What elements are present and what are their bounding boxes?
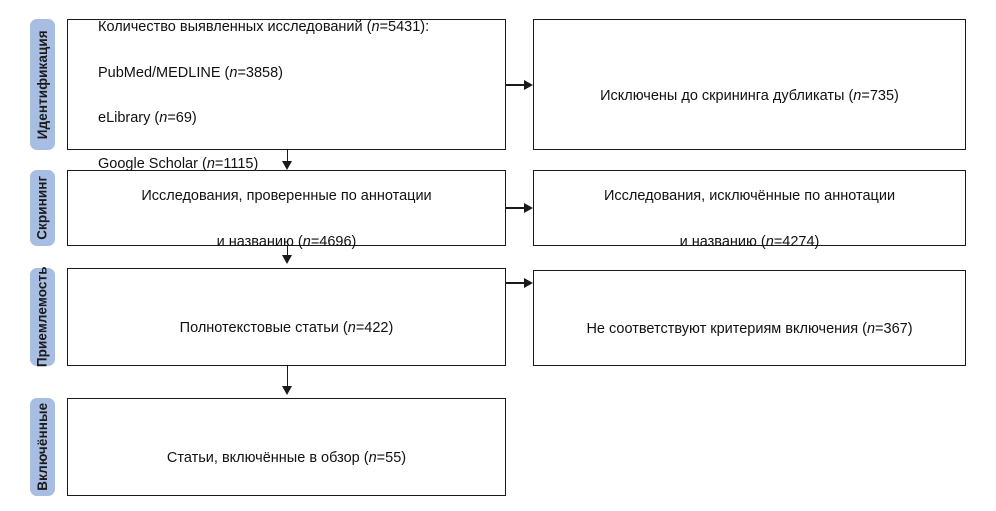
box-excluded-not-meeting-criteria-text: Не соответствуют критериям включения (n=…	[572, 295, 926, 341]
box-screened-records-text: Исследования, проверенные по аннотации и…	[127, 162, 445, 254]
connector-row3-horizontal	[506, 282, 527, 284]
box-duplicates-removed-text: Исключены до скрининга дубликаты (n=735)	[586, 62, 913, 108]
arrow-row2-right	[524, 202, 533, 213]
included-articles-line1: Статьи, включённые в обзор (n=55)	[166, 450, 407, 466]
arrow-row3-right	[524, 277, 533, 288]
arrow-row2-to-row3	[281, 255, 292, 264]
box-included-articles-text: Статьи, включённые в обзор (n=55)	[153, 424, 420, 470]
arrow-row1-to-row2	[281, 161, 292, 170]
stage-label-screening: Скрининг	[30, 170, 55, 246]
identified-records-line2: PubMed/MEDLINE (n=3858)	[98, 64, 283, 81]
arrow-row3-to-row4	[281, 386, 292, 395]
duplicates-removed-line1: Исключены до скрининга дубликаты (n=735)	[600, 87, 899, 104]
connector-row2-horizontal	[506, 207, 527, 209]
connector-row3-to-row4	[286, 366, 289, 388]
connector-row1-to-row2	[286, 150, 289, 163]
box-duplicates-removed: Исключены до скрининга дубликаты (n=735)	[533, 19, 966, 150]
excluded-criteria-line1: Не соответствуют критериям включения (n=…	[586, 321, 913, 337]
stage-label-identification-text: Идентификация	[34, 30, 50, 139]
box-excluded-by-title-abstract-text: Исследования, исключённые по аннотации и…	[590, 162, 909, 254]
box-fulltext-articles: Полнотекстовые статьи (n=422)	[67, 268, 506, 366]
stage-label-included-text: Включённые	[34, 403, 50, 491]
stage-label-eligibility: Приемлемость	[30, 266, 55, 368]
box-included-articles: Статьи, включённые в обзор (n=55)	[67, 398, 506, 496]
screened-records-line2: и названию (n=4696)	[216, 233, 357, 250]
stage-label-identification: Идентификация	[30, 19, 55, 150]
box-excluded-by-title-abstract: Исследования, исключённые по аннотации и…	[533, 170, 966, 250]
excluded-title-abstract-line2: и названию (n=4274)	[679, 233, 820, 250]
stage-label-included: Включённые	[30, 398, 55, 496]
box-identified-records: Количество выявленных исследований (n=54…	[67, 19, 506, 172]
screened-records-line1: Исследования, проверенные по аннотации	[141, 188, 432, 205]
identified-records-line4: Google Scholar (n=1115)	[98, 156, 259, 173]
box-fulltext-articles-text: Полнотекстовые статьи (n=422)	[166, 294, 408, 340]
box-screened-records: Исследования, проверенные по аннотации и…	[67, 170, 506, 250]
arrow-row1-right	[524, 79, 533, 90]
connector-row1-horizontal	[506, 84, 527, 86]
stage-label-eligibility-text: Приемлемость	[34, 266, 50, 368]
fulltext-articles-line1: Полнотекстовые статьи (n=422)	[179, 320, 394, 336]
box-identified-records-text: Количество выявленных исследований (n=54…	[68, 0, 443, 176]
box-excluded-not-meeting-criteria: Не соответствуют критериям включения (n=…	[533, 270, 966, 366]
identified-records-line3: eLibrary (n=69)	[98, 110, 197, 127]
stage-label-screening-text: Скрининг	[34, 175, 50, 241]
excluded-title-abstract-line1: Исследования, исключённые по аннотации	[603, 188, 896, 205]
identified-records-line1: Количество выявленных исследований (n=54…	[98, 18, 430, 35]
connector-row2-to-row3	[286, 246, 289, 257]
